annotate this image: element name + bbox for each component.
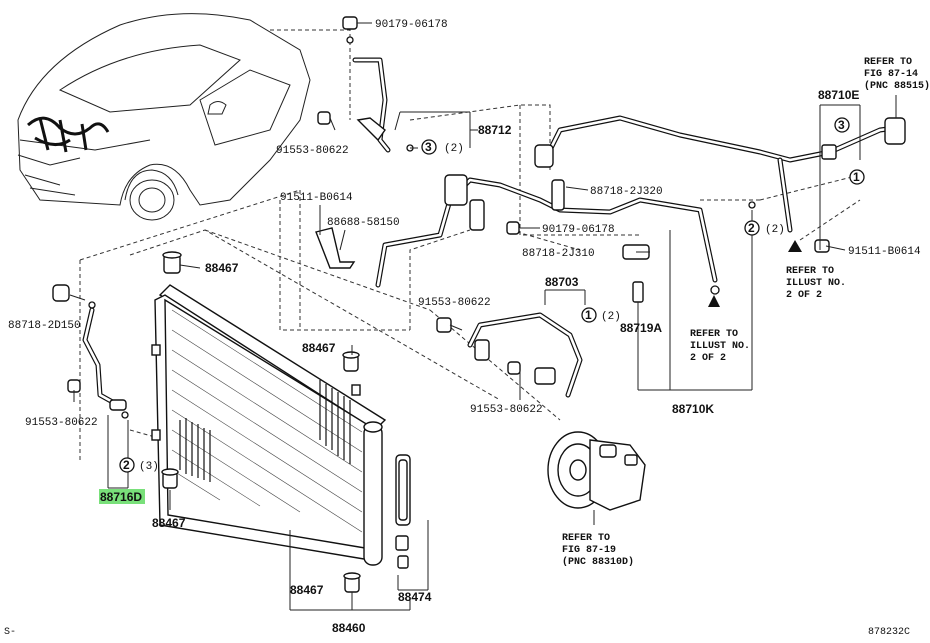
part-number[interactable]: 91553-80622	[418, 297, 491, 309]
part-number[interactable]: 88474	[398, 590, 432, 604]
diagram-id: 878232C	[868, 627, 910, 638]
part-number[interactable]: 90179-06178	[542, 224, 615, 236]
part-number-highlighted[interactable]: 88716D	[100, 490, 142, 504]
qty-note: (2)	[444, 143, 464, 155]
part-number[interactable]: 91511-B0614	[280, 192, 353, 204]
svg-text:ILLUST NO.: ILLUST NO.	[786, 278, 846, 289]
pipe-88716d	[52, 284, 129, 419]
part-number[interactable]: 88467	[302, 341, 336, 355]
svg-text:FIG 87-19: FIG 87-19	[562, 545, 616, 556]
footer-left-note: S-	[4, 627, 16, 638]
svg-text:(PNC 88515): (PNC 88515)	[864, 80, 930, 92]
qty-marker: 1	[585, 308, 592, 322]
svg-text:REFER TO: REFER TO	[864, 57, 912, 68]
part-labels: 90179-06178 91553-80622 88712 91511-B061…	[8, 19, 921, 635]
svg-text:REFER TO: REFER TO	[786, 266, 834, 277]
part-number[interactable]: 88467	[205, 261, 239, 275]
bolt-icon	[52, 284, 70, 302]
svg-text:REFER TO: REFER TO	[690, 329, 738, 340]
part-number[interactable]: 88460	[332, 621, 366, 635]
part-number[interactable]: 88467	[152, 516, 186, 530]
svg-text:2 OF 2: 2 OF 2	[690, 353, 726, 364]
part-number[interactable]: 88718-2D150	[8, 320, 81, 332]
condenser-assembly	[151, 284, 411, 566]
qty-note: (3)	[139, 461, 159, 473]
qty-marker: 2	[748, 221, 755, 235]
svg-text:FIG 87-14: FIG 87-14	[864, 69, 918, 80]
part-number[interactable]: 91553-80622	[25, 417, 98, 429]
part-number[interactable]: 88718-2J310	[522, 248, 595, 260]
part-number[interactable]: 88703	[545, 275, 579, 289]
part-number[interactable]: 88467	[290, 583, 324, 597]
hose-88712	[317, 16, 414, 153]
svg-text:2 OF 2: 2 OF 2	[786, 290, 822, 301]
ref-fig-87-19[interactable]: REFER TO FIG 87-19 (PNC 88310D)	[562, 533, 634, 568]
svg-text:(PNC 88310D): (PNC 88310D)	[562, 556, 634, 568]
leader-lines	[69, 22, 897, 611]
reference-notes: REFER TO FIG 87-14 (PNC 88515) REFER TO …	[562, 57, 930, 568]
svg-text:REFER TO: REFER TO	[562, 533, 610, 544]
part-number[interactable]: 88712	[478, 123, 512, 137]
vehicle-sketch	[17, 13, 311, 221]
part-number[interactable]: 90179-06178	[375, 19, 448, 31]
part-number[interactable]: 91511-B0614	[848, 246, 921, 258]
ref-illust-mid[interactable]: REFER TO ILLUST NO. 2 OF 2	[690, 329, 750, 364]
qty-marker: 2	[123, 458, 130, 472]
qty-marker: 1	[853, 170, 860, 184]
pipe-88710e	[534, 115, 906, 307]
compressor-icon	[547, 431, 646, 525]
qty-marker: 3	[425, 140, 432, 154]
qty-marker: 3	[838, 118, 845, 132]
part-number[interactable]: 88688-58150	[327, 217, 400, 229]
quantity-markers: 3 (2) 1 (2) 2 (3) 2 (2) 3 1	[119, 117, 865, 473]
part-number[interactable]: 88719A	[620, 321, 662, 335]
hose-88703	[436, 281, 644, 398]
qty-note: (2)	[601, 311, 621, 323]
ref-illust-right[interactable]: REFER TO ILLUST NO. 2 OF 2	[786, 266, 846, 301]
qty-note: (2)	[765, 224, 785, 236]
part-number[interactable]: 88710E	[818, 88, 859, 102]
reference-boundaries	[79, 29, 861, 460]
svg-text:ILLUST NO.: ILLUST NO.	[690, 341, 750, 352]
part-number[interactable]: 88718-2J320	[590, 186, 663, 198]
ref-fig-87-14[interactable]: REFER TO FIG 87-14 (PNC 88515)	[864, 57, 930, 92]
part-number[interactable]: 88710K	[672, 402, 714, 416]
bushing-88467-group	[161, 251, 409, 593]
highlight-88716d	[99, 489, 145, 504]
part-number[interactable]: 91553-80622	[470, 404, 543, 416]
part-number[interactable]: 91553-80622	[276, 145, 349, 157]
